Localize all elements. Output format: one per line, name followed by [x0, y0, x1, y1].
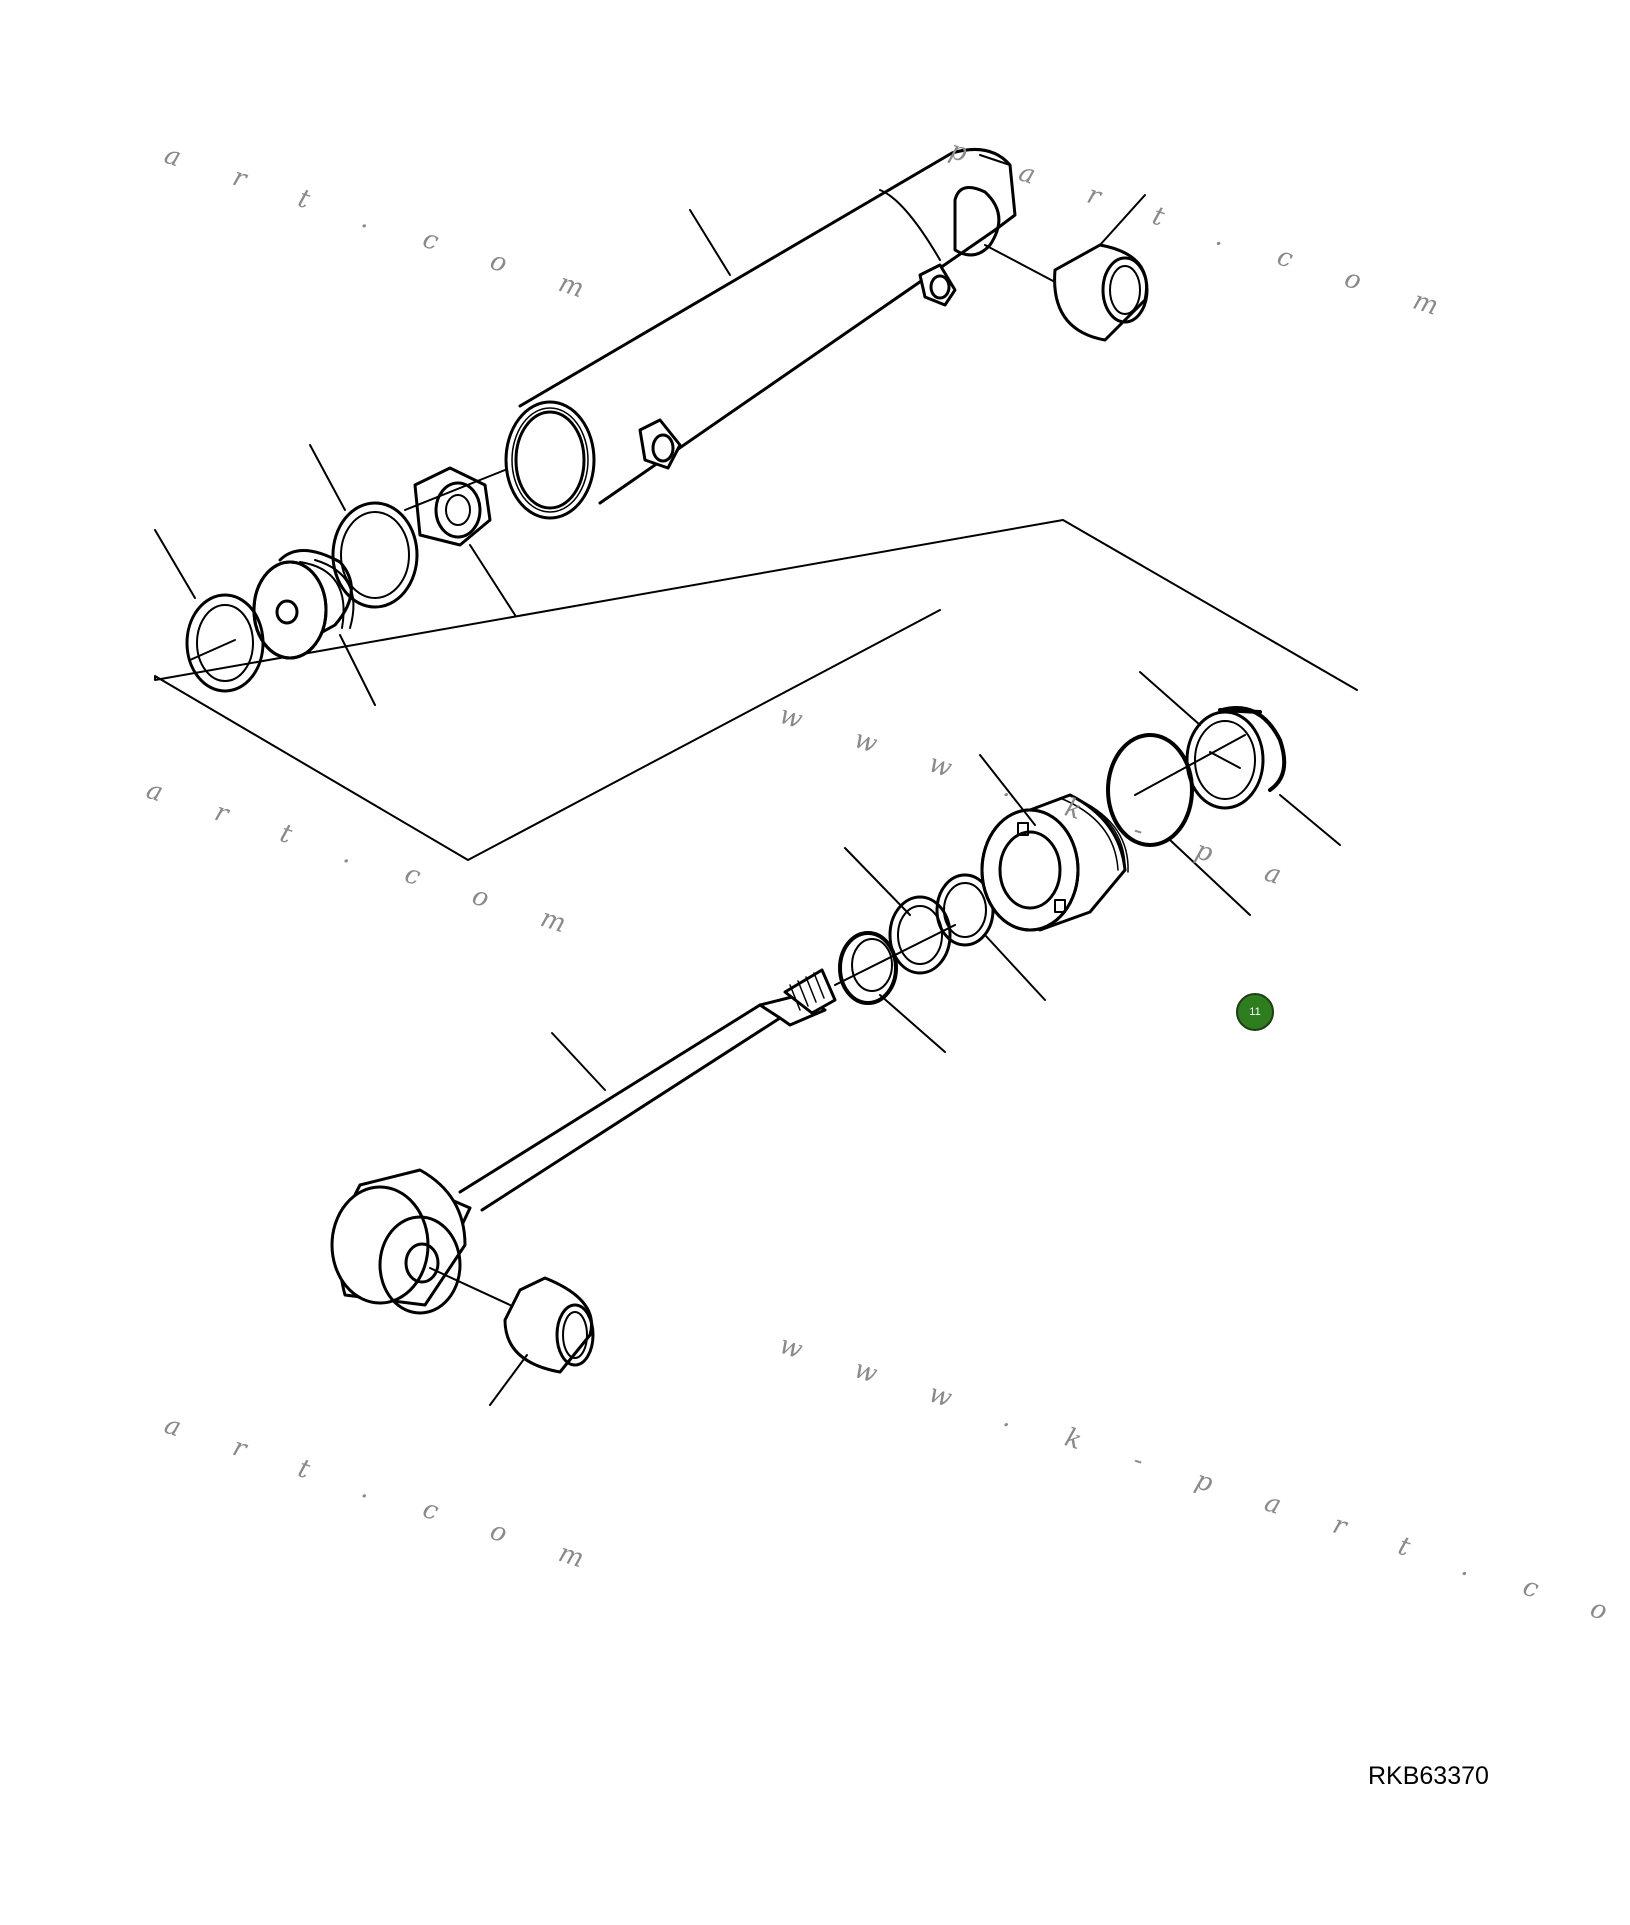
piston-rod	[428, 968, 837, 1227]
piston	[252, 549, 355, 660]
o-ring-gland	[1106, 733, 1194, 847]
tube-port-fitting-rear	[918, 263, 957, 307]
rod-seal	[888, 895, 952, 975]
bushing-lower	[503, 1276, 595, 1374]
piston-seal	[185, 593, 265, 693]
rod-eye	[330, 1168, 467, 1315]
piston-nut	[413, 466, 492, 547]
part-callout-badge[interactable]: 11	[1236, 993, 1274, 1031]
tube-port-fitting	[638, 418, 682, 470]
subassembly-frame	[154, 519, 1358, 861]
cylinder-head-gland	[980, 793, 1129, 932]
cylinder-tube	[504, 147, 1017, 520]
drawing-code: RKB63370	[1368, 1762, 1489, 1790]
retaining-ring	[1218, 706, 1287, 792]
rod-wiper-seal	[838, 931, 898, 1005]
bushing-upper	[1053, 243, 1149, 342]
wear-ring-piston	[331, 501, 419, 609]
